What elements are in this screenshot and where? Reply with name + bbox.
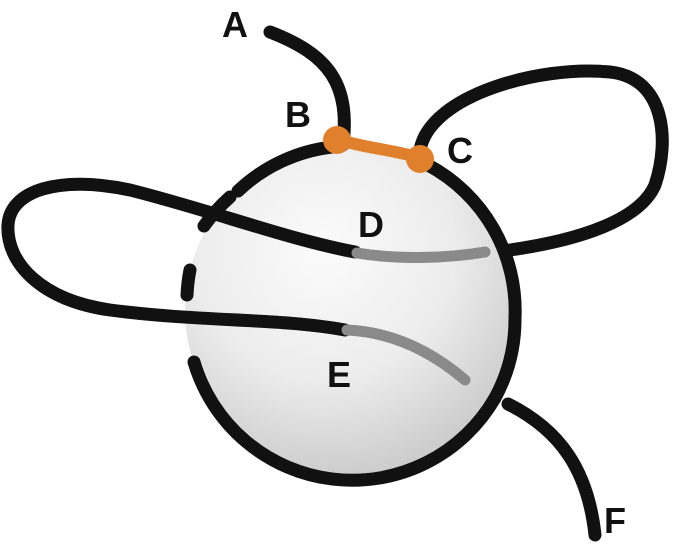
strand-d-buried xyxy=(351,246,491,263)
strand-e-buried xyxy=(341,324,471,386)
sphere-outline xyxy=(180,140,522,487)
label-e: E xyxy=(327,354,351,395)
strand-a-b xyxy=(263,25,351,152)
label-b: B xyxy=(285,94,311,135)
label-a: A xyxy=(222,4,248,45)
sphere-outline-bottom xyxy=(187,355,502,487)
sphere-outline-upper-right xyxy=(421,158,522,325)
crosslink-b-c xyxy=(323,126,434,173)
label-c: C xyxy=(447,130,473,171)
sphere-outline-lower-right xyxy=(488,311,522,405)
crosslink-node-c xyxy=(406,145,434,173)
strand-f xyxy=(501,397,602,542)
label-f: F xyxy=(604,500,626,541)
strand-d-outer xyxy=(1,177,362,337)
sphere-outline-left-middle xyxy=(180,263,197,302)
crosslink-node-b xyxy=(323,126,351,154)
sphere-outline-top xyxy=(231,140,339,198)
strand-c-loop xyxy=(413,64,669,257)
label-d: D xyxy=(358,204,384,245)
